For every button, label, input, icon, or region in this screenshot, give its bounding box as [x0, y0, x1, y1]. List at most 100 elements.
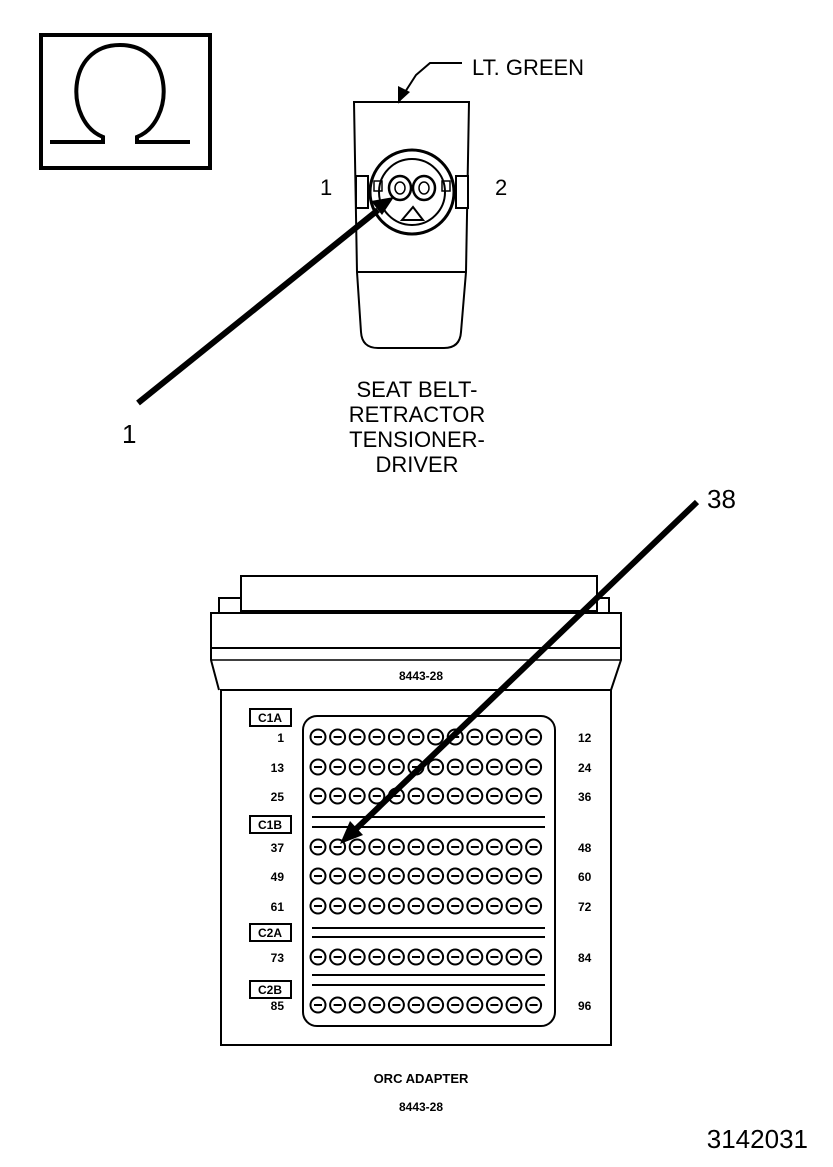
section-tag-label: C1B [258, 818, 282, 832]
adapter-pin [407, 787, 425, 805]
adapter-pin [309, 867, 327, 885]
adapter-pin [427, 787, 445, 805]
adapter-pin [368, 838, 386, 856]
adapter-pin [446, 867, 464, 885]
adapter-pin [525, 948, 543, 966]
row-separators [312, 816, 545, 986]
adapter-pin [446, 787, 464, 805]
adapter-pin [505, 867, 523, 885]
adapter-pin [466, 838, 484, 856]
adapter-pin [387, 948, 405, 966]
adapter-pin [387, 867, 405, 885]
row-end-number: 12 [578, 731, 592, 745]
adapter-pin [387, 838, 405, 856]
ohm-symbol-box [39, 33, 212, 170]
adapter-pin [485, 728, 503, 746]
adapter-pin [505, 758, 523, 776]
row-start-number: 73 [271, 951, 285, 965]
color-leader-line [397, 62, 462, 104]
adapter-pin [309, 948, 327, 966]
adapter-pin [387, 996, 405, 1014]
adapter-pin [466, 728, 484, 746]
row-end-number: 24 [578, 761, 592, 775]
row-end-number: 36 [578, 790, 592, 804]
adapter-pin [466, 897, 484, 915]
adapter-pin [309, 838, 327, 856]
adapter-pin [309, 758, 327, 776]
adapter-pin [368, 728, 386, 746]
adapter-pin [466, 867, 484, 885]
pin-callout-label: 1 [122, 419, 136, 449]
adapter-pin [407, 897, 425, 915]
adapter-pin [466, 996, 484, 1014]
adapter-pin [485, 897, 503, 915]
connector-name: SEAT BELT- RETRACTOR TENSIONER- DRIVER [349, 377, 486, 477]
adapter-pin [525, 758, 543, 776]
pin-grid [309, 728, 543, 1014]
adapter-callout-arrow [353, 499, 700, 832]
adapter-pin [387, 728, 405, 746]
connector-name-line-1: SEAT BELT- [356, 377, 477, 402]
adapter-pin [309, 897, 327, 915]
adapter-pin [309, 996, 327, 1014]
adapter-caption-name: ORC ADAPTER [374, 1071, 469, 1086]
adapter-pin [427, 758, 445, 776]
row-end-number: 48 [578, 841, 592, 855]
ohm-icon [50, 42, 190, 144]
adapter-pin [446, 948, 464, 966]
adapter-pin [329, 728, 347, 746]
row-start-number: 49 [271, 870, 285, 884]
pin-callout-arrowhead [371, 197, 394, 215]
adapter-pin [329, 867, 347, 885]
section-tag-box [249, 980, 292, 999]
adapter-pin [368, 787, 386, 805]
section-tag-box [249, 815, 292, 834]
section-tag-label: C2B [258, 983, 282, 997]
adapter-pin [427, 838, 445, 856]
adapter-pin [525, 867, 543, 885]
adapter-pin [387, 897, 405, 915]
adapter-pin [407, 996, 425, 1014]
adapter-pin [525, 897, 543, 915]
adapter-pin [525, 838, 543, 856]
row-end-number: 72 [578, 900, 592, 914]
adapter-pin [505, 787, 523, 805]
pin-label-left: 1 [320, 175, 332, 200]
adapter-pin [427, 728, 445, 746]
adapter-pin [427, 897, 445, 915]
adapter-pin [485, 787, 503, 805]
adapter-pin [525, 728, 543, 746]
section-tag-label: C1A [258, 711, 282, 725]
section-tag-label: C2A [258, 926, 282, 940]
adapter-pin [348, 787, 366, 805]
adapter-pin [329, 948, 347, 966]
adapter-pin [368, 897, 386, 915]
adapter-pin [427, 996, 445, 1014]
adapter-pin [485, 867, 503, 885]
adapter-pin [446, 996, 464, 1014]
adapter-pin [368, 867, 386, 885]
adapter-pin [348, 948, 366, 966]
adapter-pin [368, 948, 386, 966]
row-start-number: 37 [271, 841, 285, 855]
row-start-number: 1 [277, 731, 284, 745]
row-start-number: 85 [271, 999, 285, 1013]
figure-number: 3142031 [707, 1124, 808, 1154]
connector-name-line-4: DRIVER [375, 452, 458, 477]
pin-callout-arrow [136, 207, 380, 406]
section-tags: C1A C1B C2A C2B [249, 708, 292, 999]
adapter-pin [329, 787, 347, 805]
adapter-pin [446, 758, 464, 776]
section-tag-box [249, 923, 292, 942]
adapter-pin [485, 838, 503, 856]
connector-name-line-3: TENSIONER- [349, 427, 485, 452]
adapter-callout-label: 38 [707, 484, 736, 514]
adapter-pin [407, 948, 425, 966]
row-end-number: 96 [578, 999, 592, 1013]
pin-label-right: 2 [495, 175, 507, 200]
adapter-pin [329, 758, 347, 776]
adapter-pin [505, 728, 523, 746]
adapter-pin [348, 897, 366, 915]
adapter-pin [348, 867, 366, 885]
adapter-pin [466, 787, 484, 805]
